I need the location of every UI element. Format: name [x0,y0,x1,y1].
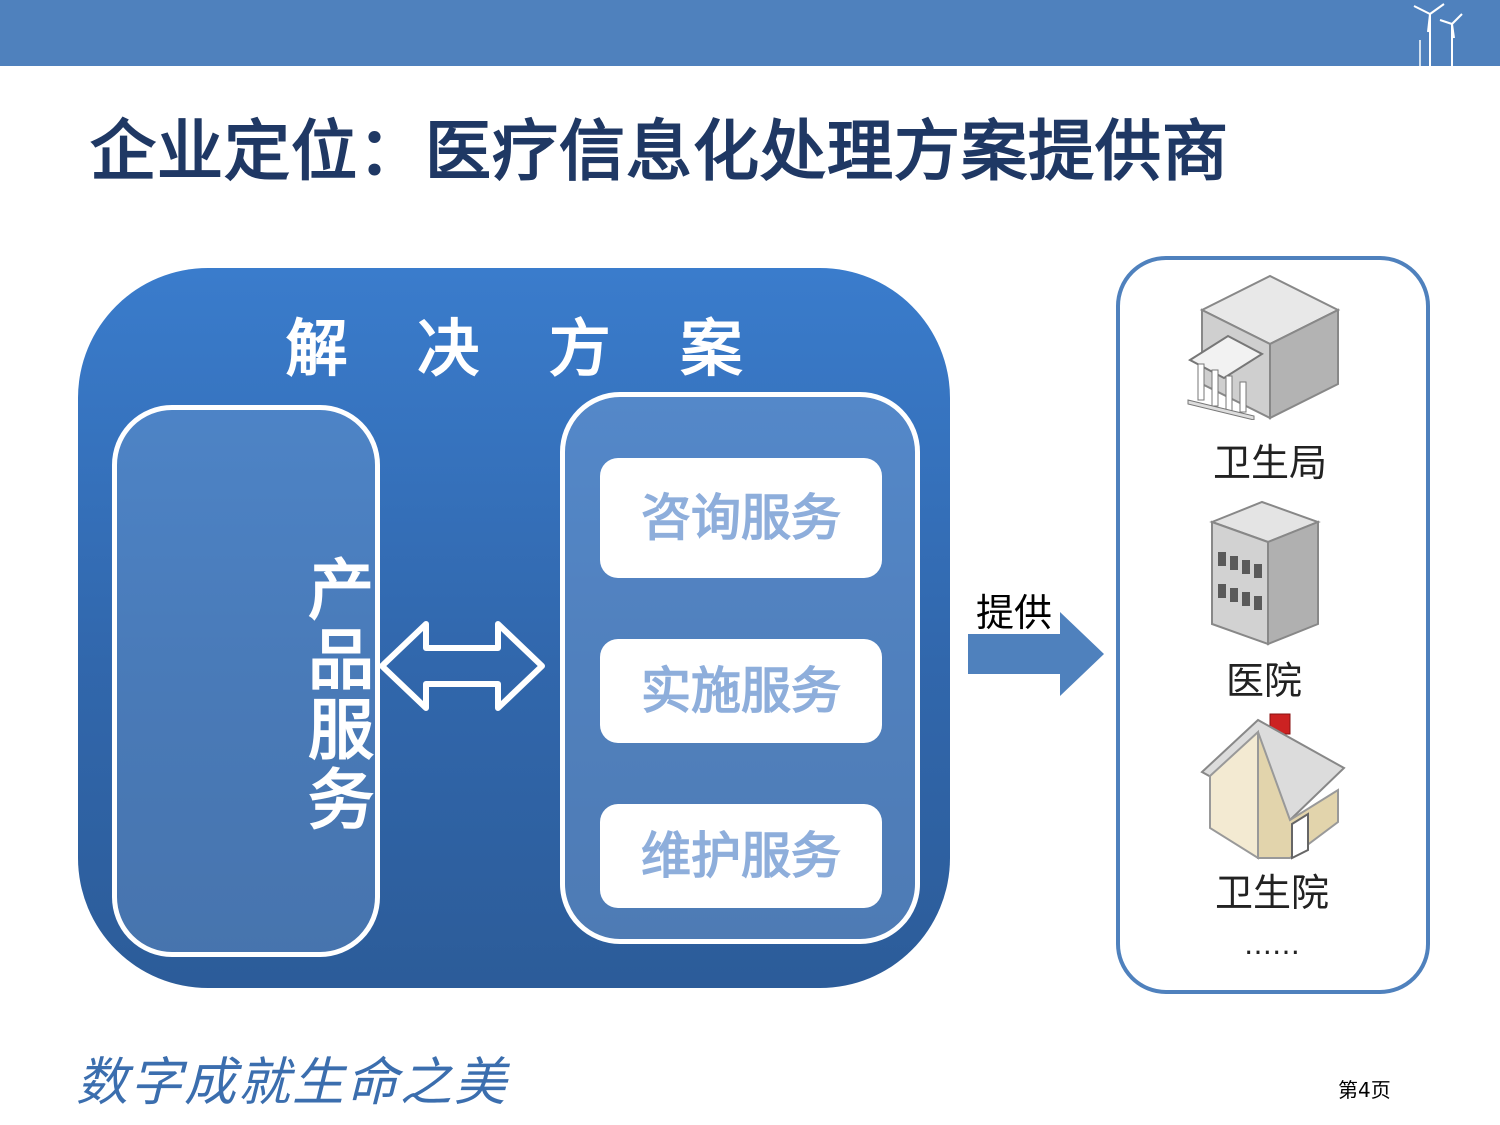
implementation-service-box: 实施服务 [600,639,882,743]
product-service-label: 产品服务 [297,555,374,835]
maintenance-service-box: 维护服务 [600,804,882,908]
service-group: 咨询服务 实施服务 维护服务 [560,392,920,944]
solution-title: 解 决 方 案 [285,312,767,385]
page-number: 第4页 [1338,1078,1391,1102]
right-arrow-icon [968,612,1104,696]
header-bar [0,0,1500,66]
provide-label: 提供 [976,591,1053,635]
consulting-service-box: 咨询服务 [600,458,882,578]
more-clients-ellipsis: …… [1244,928,1300,961]
clinic-house-icon [1200,713,1346,860]
slogan: 数字成就生命之美 [76,1053,509,1113]
government-building-icon [1187,274,1341,420]
client-label-health-bureau: 卫生局 [1212,441,1327,485]
client-label-health-center: 卫生院 [1214,871,1329,915]
slide-title: 企业定位：医疗信息化处理方案提供商 [90,113,1229,190]
client-panel: 卫生局 医院 卫生院 …… [1116,256,1430,994]
hospital-building-icon [1209,500,1321,646]
wind-turbine-icon [1413,3,1463,66]
solution-panel: 解 决 方 案 产品服务 咨询服务 实施服务 维护服务 [78,268,950,988]
client-label-hospital: 医院 [1225,659,1302,703]
double-arrow-icon [379,621,545,711]
product-service-box: 产品服务 [112,405,380,957]
